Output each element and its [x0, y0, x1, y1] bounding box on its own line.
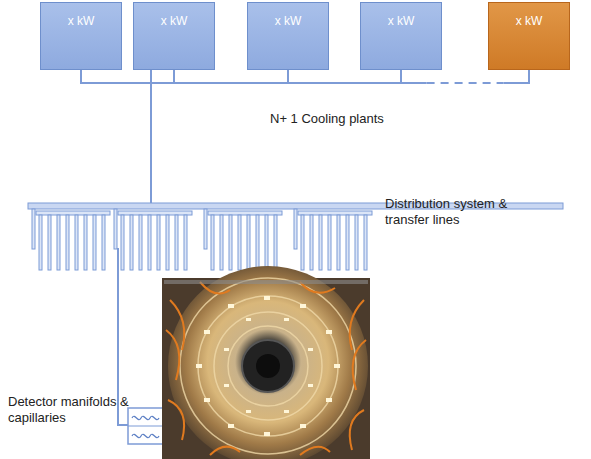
pipe-segment: [174, 70, 288, 83]
capacity-label: x kW: [489, 3, 569, 28]
cooling-plant-box: x kW: [40, 2, 122, 70]
section-label: N+ 1 Cooling plants: [270, 111, 430, 127]
pipe-segment: [427, 82, 504, 84]
cooling-plant-box: x kW: [488, 2, 570, 70]
capacity-label: x kW: [134, 3, 214, 28]
capacity-label: x kW: [248, 3, 328, 28]
header-pipe: [288, 70, 401, 83]
cooling-plant-box: x kW: [247, 2, 329, 70]
capacity-label: x kW: [361, 3, 441, 28]
section-label: Distribution system & transfer lines: [385, 196, 545, 228]
pipe-segment: [81, 70, 174, 83]
cooling-plant-box: x kW: [133, 2, 215, 70]
header-pipe: [401, 70, 529, 83]
pipe-segment: [401, 70, 427, 83]
capacity-label: x kW: [41, 3, 121, 28]
section-label: Detector manifolds & capillaries: [8, 394, 148, 426]
pipe-segment: [503, 70, 529, 83]
header-pipe: [174, 70, 288, 83]
cooling-plant-box: x kW: [360, 2, 442, 70]
header-pipe: [81, 70, 174, 83]
pipe-segment: [288, 70, 401, 83]
